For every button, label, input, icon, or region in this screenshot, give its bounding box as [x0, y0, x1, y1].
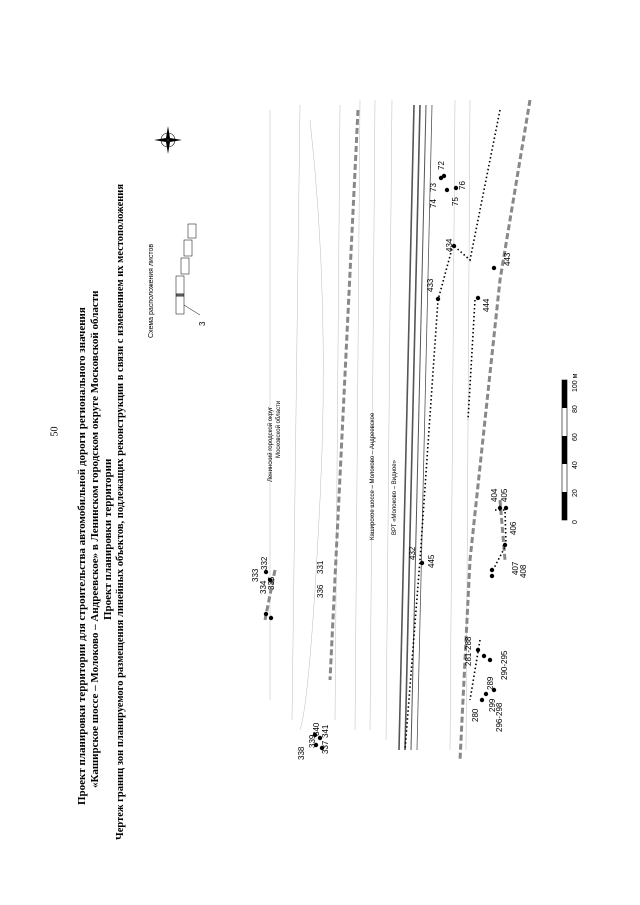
- point-label: 445: [427, 554, 436, 568]
- point-label: 406: [509, 521, 518, 535]
- region-label: Московской области: [276, 400, 282, 458]
- point-label: 338: [297, 746, 306, 760]
- point-label: 72: [437, 161, 446, 170]
- scale-tick: 20: [572, 489, 579, 497]
- zone-boundary-lines: [404, 109, 507, 751]
- point-label: 73: [429, 183, 438, 192]
- sheet-layout-scheme: [175, 223, 201, 316]
- point-label: 408: [519, 564, 528, 578]
- point-label: 335: [267, 576, 276, 590]
- road-label-2: ВРТ «Молоково – Видное»: [392, 460, 398, 535]
- point-label: 296-298: [495, 702, 504, 732]
- point-label: 434: [445, 238, 454, 252]
- district-label: Ленинский городской округ: [268, 406, 274, 482]
- point-label: 336: [316, 584, 325, 598]
- point-label: 290-295: [500, 650, 509, 680]
- point-label: 340: [312, 722, 321, 736]
- point-label: 405: [500, 488, 509, 502]
- compass-rose-icon: [154, 126, 182, 154]
- point-label: 443: [503, 252, 512, 266]
- point-label: 280: [471, 708, 480, 722]
- point-label: 75: [451, 197, 460, 206]
- sheet-number: 3: [198, 321, 207, 326]
- point-label: 444: [482, 298, 491, 312]
- map-background-lines: [269, 99, 471, 751]
- point-label: 432: [408, 546, 417, 560]
- scale-tick: 80: [572, 405, 579, 413]
- point-label: 433: [426, 278, 435, 292]
- point-label: 339: [308, 734, 317, 748]
- boundary-points: [263, 173, 509, 751]
- point-label: 404: [490, 488, 499, 502]
- scale-tick: 60: [572, 433, 579, 441]
- point-label: 289: [486, 676, 495, 690]
- point-label: 332: [260, 556, 269, 570]
- scale-tick: 100 м: [572, 373, 579, 392]
- highway: [398, 104, 433, 751]
- point-label: 74: [429, 199, 438, 208]
- scale-tick: 40: [572, 461, 579, 469]
- scale-tick: 0: [572, 520, 579, 524]
- point-label: 337: [321, 740, 330, 754]
- point-label: 76: [458, 181, 467, 190]
- point-label: 341: [321, 724, 330, 738]
- point-label: 331: [316, 560, 325, 574]
- road-label-1: Каширское шоссе – Молоково – Андреевское: [370, 412, 376, 540]
- point-label: 281-288: [464, 636, 473, 666]
- scale-bar: [561, 379, 568, 521]
- sheet-scheme-label: Схема расположения листов: [148, 243, 155, 338]
